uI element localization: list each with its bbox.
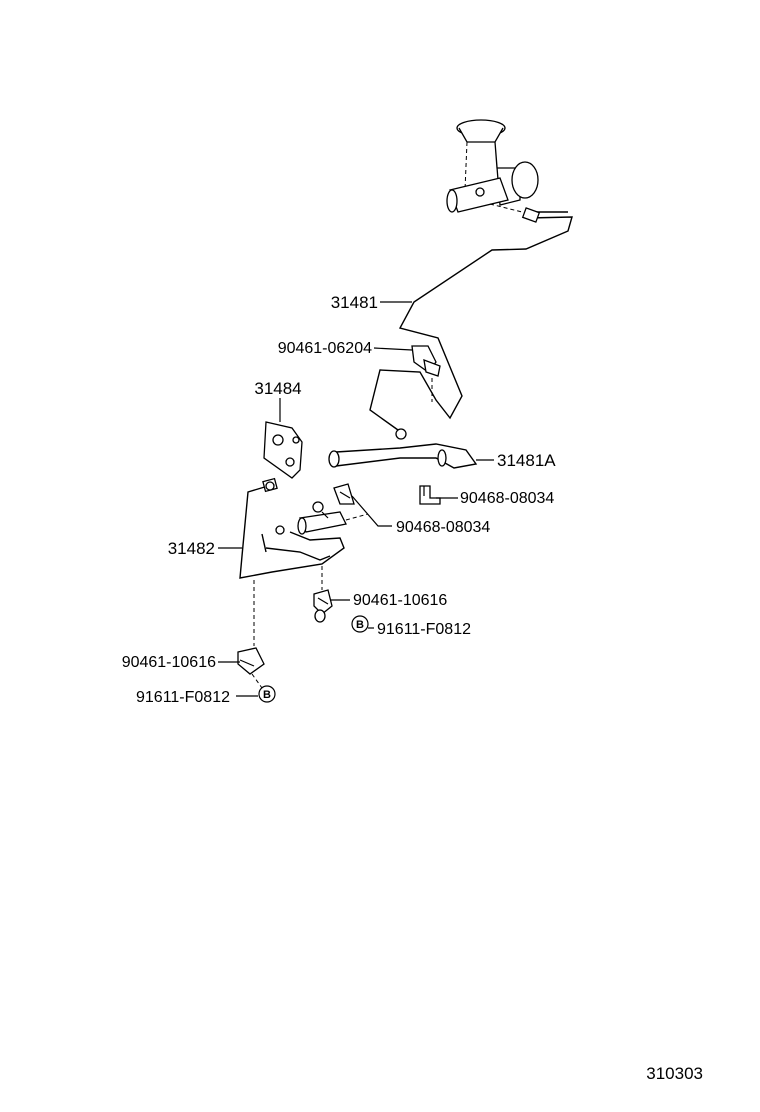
- leader-lines: [218, 301, 494, 697]
- callout-31481[interactable]: 31481: [331, 293, 378, 312]
- b-marker-right: B: [351, 615, 369, 633]
- callout-90468-08034-lower[interactable]: 90468-08034: [396, 519, 490, 536]
- b-marker-left: B: [258, 685, 276, 703]
- callout-90461-06204[interactable]: 90461-06204: [278, 340, 372, 357]
- callout-91611-F0812-left[interactable]: 91611-F0812: [136, 689, 230, 706]
- callout-90461-10616-left[interactable]: 90461-10616: [122, 654, 216, 671]
- clutch-pipe-31481[interactable]: [369, 207, 573, 440]
- clamp-90461-10616-left[interactable]: [237, 580, 265, 689]
- callout-31484[interactable]: 31484: [254, 379, 301, 398]
- callout-91611-F0812-right[interactable]: 91611-F0812: [377, 621, 471, 638]
- clutch-hose-31481A[interactable]: [328, 443, 478, 469]
- svg-text:B: B: [263, 689, 271, 701]
- union-90461-06204[interactable]: [411, 345, 441, 402]
- drawing-number: 310303: [646, 1064, 703, 1083]
- clamp-90461-10616-right[interactable]: [313, 566, 333, 623]
- callout-90461-10616-right[interactable]: 90461-10616: [353, 592, 447, 609]
- svg-text:B: B: [356, 619, 364, 631]
- release-cylinder-fitting[interactable]: [297, 501, 369, 535]
- clutch-master-cylinder[interactable]: [446, 119, 539, 215]
- bracket-31484[interactable]: [263, 421, 303, 479]
- clip-90468-08034-upper[interactable]: [419, 485, 441, 505]
- clutch-pipe-31482[interactable]: [239, 477, 345, 579]
- clip-90468-08034-lower[interactable]: [333, 483, 355, 505]
- callout-31482[interactable]: 31482: [168, 539, 215, 558]
- callout-90468-08034-upper[interactable]: 90468-08034: [460, 490, 554, 507]
- callout-31481A[interactable]: 31481A: [497, 451, 556, 470]
